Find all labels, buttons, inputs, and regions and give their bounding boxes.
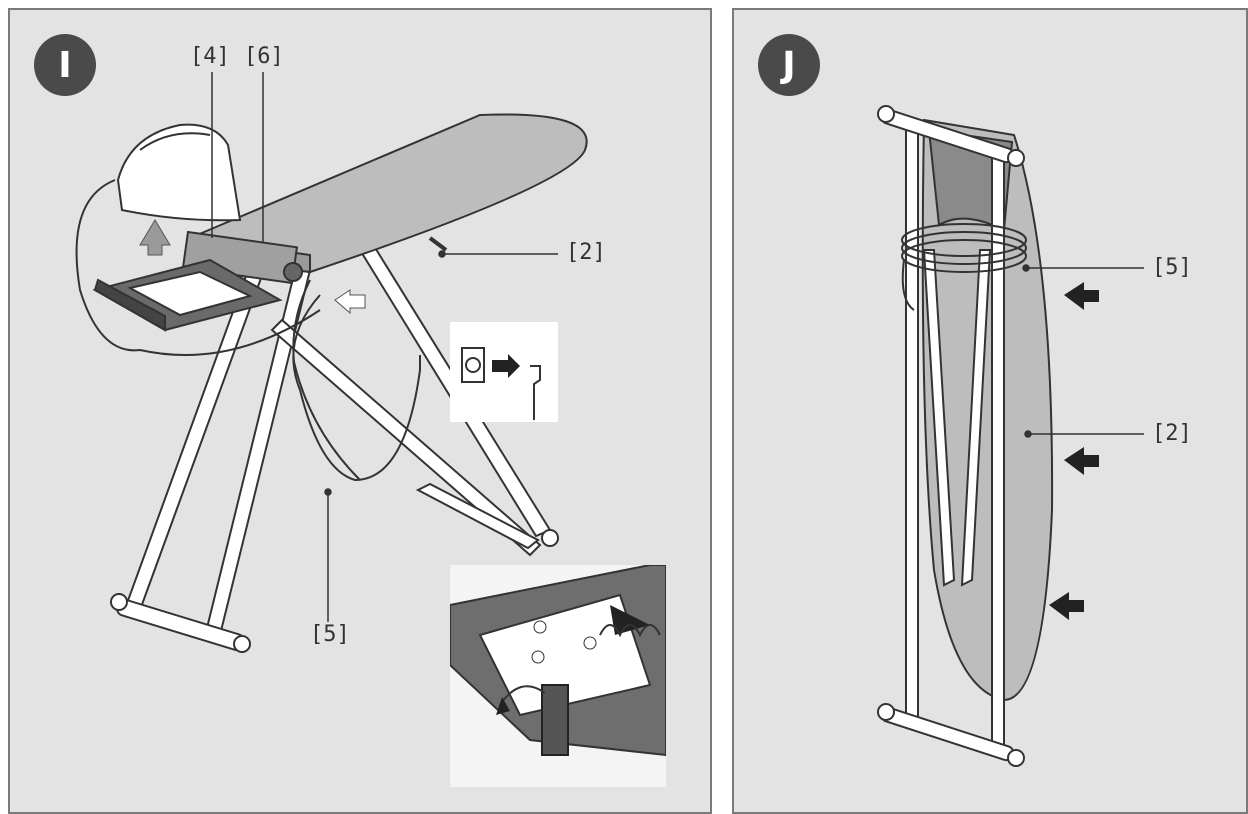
press-arrows (1049, 282, 1099, 620)
steam-iron (116, 123, 242, 222)
ironing-board (181, 113, 588, 285)
wrapped-cable (901, 223, 1027, 311)
plug-into-socket-illustration (461, 347, 541, 420)
panel-i: I (8, 8, 712, 814)
callout-5: [5] (1152, 255, 1192, 280)
step-badge: J (758, 34, 820, 96)
panel-j: J (732, 8, 1248, 814)
folded-board-storage-illustration (877, 105, 1144, 767)
lift-arrow (139, 219, 171, 256)
callout-leaders (211, 72, 558, 622)
socket-inset (450, 322, 558, 422)
callout-5: [5] (310, 622, 350, 647)
callout-2: [2] (1152, 421, 1192, 446)
board-frame (877, 105, 1025, 767)
step-badge: I (34, 34, 96, 96)
callout-2: [2] (566, 240, 606, 265)
callout-6: [6] (244, 44, 284, 69)
cable-storage-inset (450, 565, 666, 787)
iron-rest-tray (92, 258, 283, 332)
callout-leaders (1022, 264, 1144, 438)
callout-4: [4] (190, 44, 230, 69)
ironing-board-setup-illustration (75, 72, 588, 653)
plug-arrow (334, 289, 366, 315)
cables (75, 179, 421, 482)
cable-tray-detail-illustration (450, 565, 666, 787)
